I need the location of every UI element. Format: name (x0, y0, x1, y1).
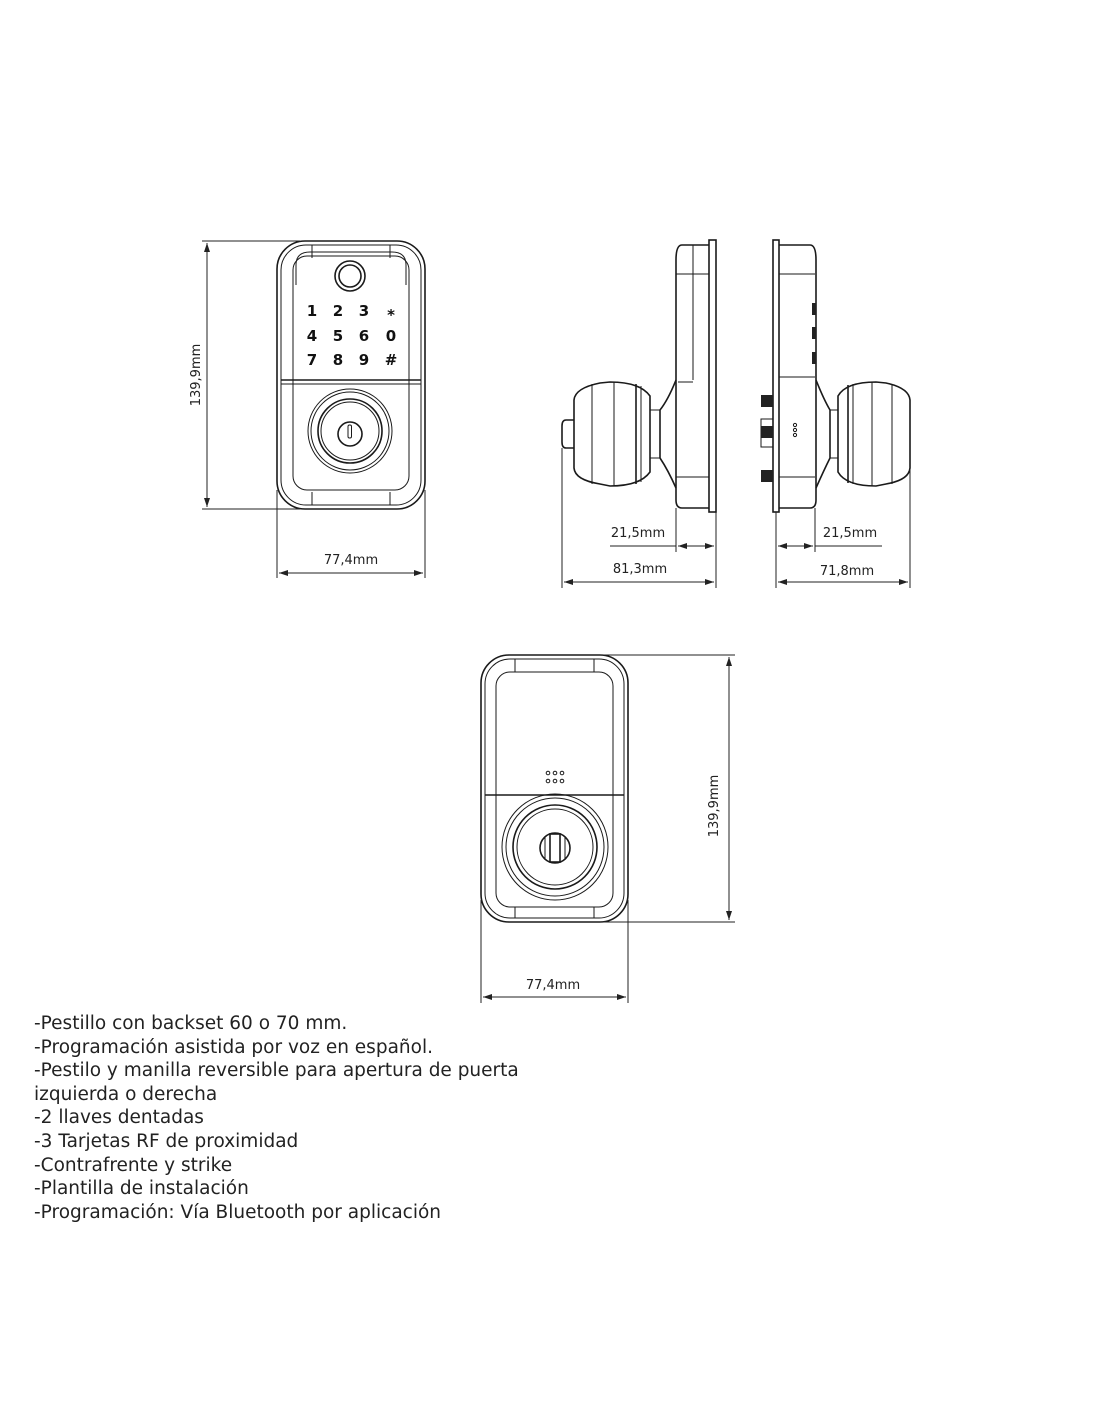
left-depth-label: 21,5mm (611, 526, 665, 541)
side-view-left: 21,5mm 81,3mm (561, 239, 717, 588)
feature-list: -Pestillo con backset 60 o 70 mm. -Progr… (34, 1012, 519, 1224)
side-view-right: 21,5mm 71,8mm (760, 239, 911, 588)
feature-item: -Contrafrente y strike (34, 1154, 233, 1176)
knob-front (307, 388, 393, 474)
front-width-dimension: 77,4mm (276, 490, 426, 578)
right-total-label: 71,8mm (820, 564, 874, 579)
front-height-label: 139,9mm (189, 344, 204, 407)
feature-item: -Programación asistida por voz en españo… (34, 1036, 433, 1058)
key-8: 8 (333, 351, 343, 369)
rear-width-label: 77,4mm (526, 978, 580, 993)
keypad: 1 2 3 * 4 5 6 0 7 8 9 # (307, 302, 398, 369)
feature-item: -3 Tarjetas RF de proximidad (34, 1130, 299, 1152)
feature-item: -Programación: Vía Bluetooth por aplicac… (34, 1201, 442, 1223)
right-depth-label: 21,5mm (823, 526, 877, 541)
feature-item: -Pestilo y manilla reversible para apert… (34, 1060, 519, 1082)
key-9: 9 (359, 351, 369, 369)
key-7: 7 (307, 351, 317, 369)
fingerprint-sensor (334, 260, 366, 292)
key-star: * (387, 306, 395, 324)
feature-item: -Plantilla de instalación (34, 1178, 249, 1200)
key-0: 0 (386, 327, 396, 345)
feature-item: -Pestillo con backset 60 o 70 mm. (34, 1013, 348, 1034)
key-1: 1 (307, 302, 317, 320)
front-height-dimension: 139,9mm (189, 240, 300, 510)
key-2: 2 (333, 302, 343, 320)
feature-item: -2 llaves dentadas (34, 1107, 204, 1129)
key-6: 6 (359, 327, 369, 345)
key-hash: # (385, 351, 398, 369)
key-5: 5 (333, 327, 343, 345)
feature-item: izquierda o derecha (34, 1083, 218, 1105)
rear-height-label: 139,9mm (707, 775, 722, 838)
thumb-turn-knob (501, 793, 609, 901)
rear-view: 139,9mm 77,4mm (480, 654, 735, 1003)
front-width-label: 77,4mm (324, 553, 378, 568)
speaker-dots (545, 770, 565, 784)
front-view: 1 2 3 * 4 5 6 0 7 8 9 # 139,9mm (189, 240, 426, 578)
key-3: 3 (359, 302, 369, 320)
left-total-label: 81,3mm (613, 562, 667, 577)
key-4: 4 (307, 327, 317, 345)
